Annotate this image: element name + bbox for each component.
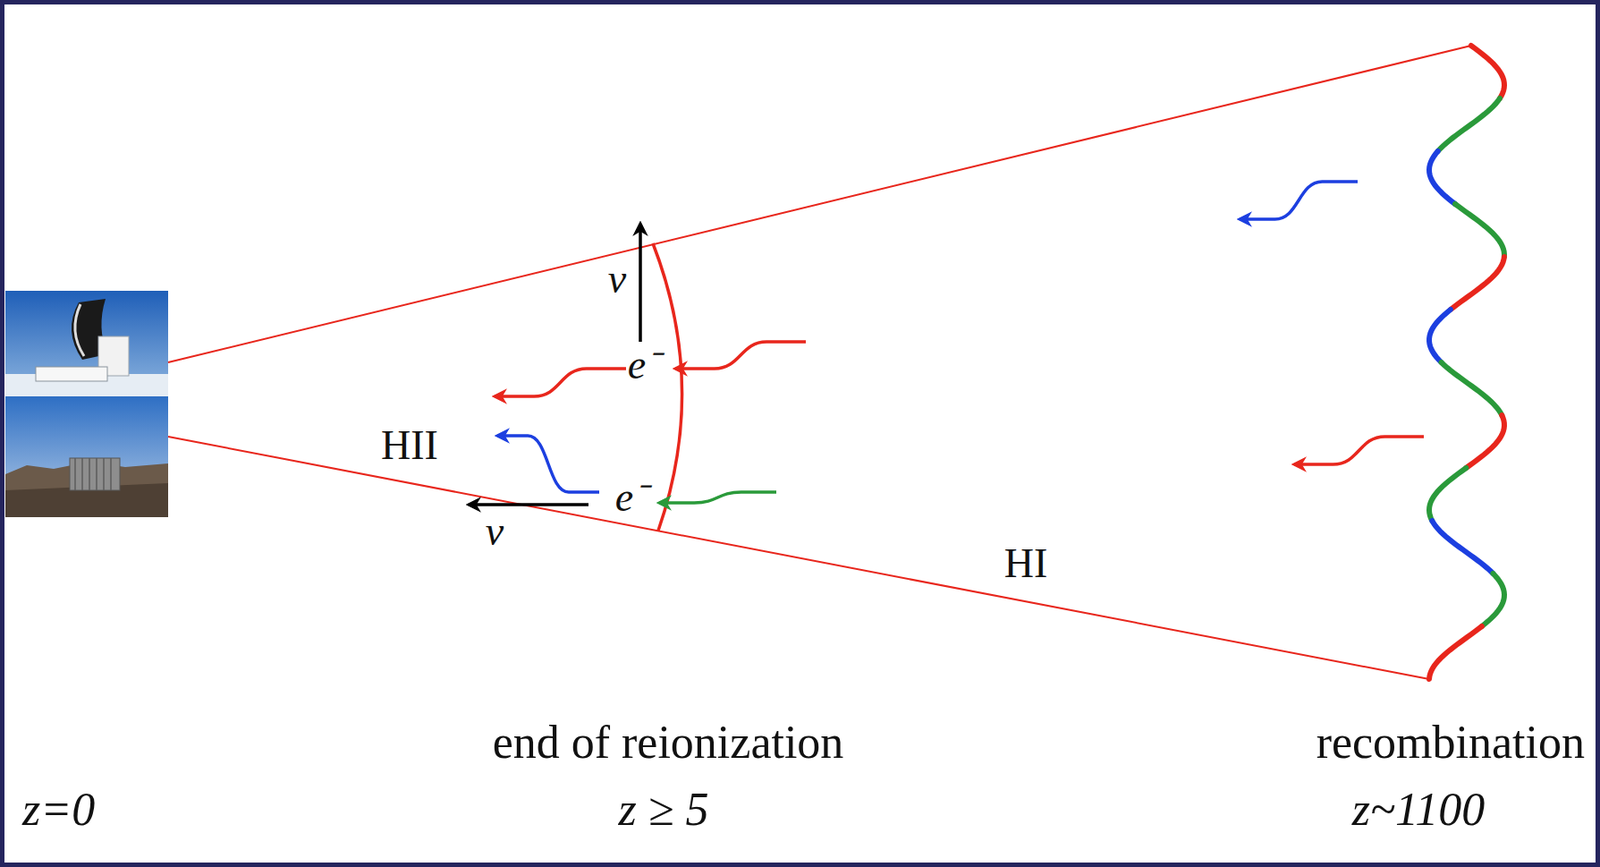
region-label: HI [1004, 541, 1049, 587]
velocity-label: v [608, 256, 627, 303]
photon-arrow [494, 368, 627, 397]
photon-arrow [1239, 181, 1358, 220]
cmb-surface [1429, 45, 1505, 679]
photon-arrow [497, 435, 600, 492]
region-label: HII [380, 423, 439, 469]
photon-arrow [659, 491, 777, 503]
epoch-label: end of reionization [492, 716, 845, 768]
velocity-arrow [638, 223, 643, 342]
redshift-label: z~1100 [1352, 783, 1486, 835]
redshift-label: z=0 [22, 783, 95, 835]
velocity-label: v [485, 508, 504, 555]
electron-label: e⁻ [615, 474, 648, 521]
epoch-label: recombination [1316, 716, 1585, 768]
photon-arrow [675, 341, 806, 369]
velocity-arrow [468, 502, 589, 507]
light-cone [168, 45, 1472, 679]
telescope-photos [5, 290, 169, 517]
electron-label: e⁻ [627, 342, 661, 389]
redshift-label: z ≥ 5 [618, 783, 710, 835]
photon-arrow [1294, 436, 1424, 465]
